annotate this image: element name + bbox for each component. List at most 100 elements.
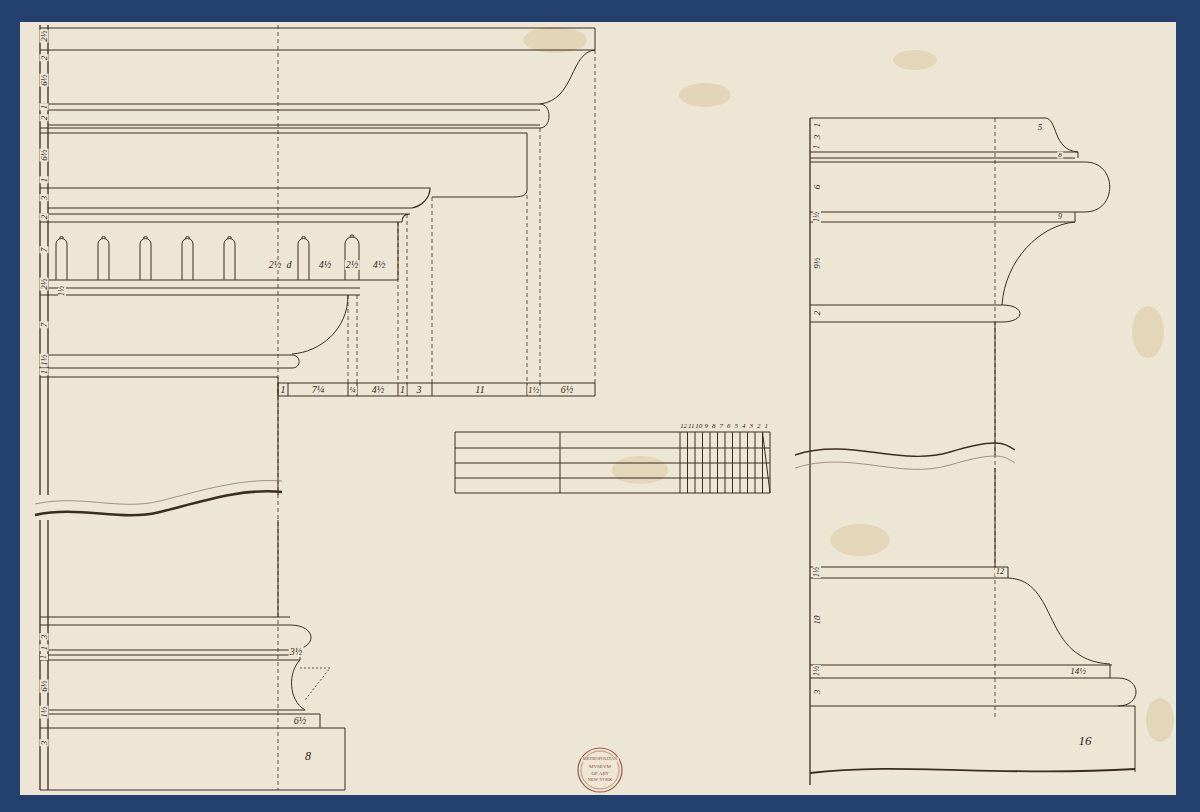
- stain: [612, 456, 668, 484]
- dimension-number: 1: [40, 654, 48, 660]
- plinth: [40, 714, 345, 790]
- cyma-recta: [40, 28, 595, 104]
- dimension-number: 1½: [813, 665, 821, 677]
- dimension-number: 3: [813, 134, 822, 141]
- dimension-number: 5: [1037, 123, 1044, 132]
- dimension-number: 1: [813, 122, 822, 129]
- dimension-number: 4½: [371, 385, 386, 395]
- dimension-number: 4½: [318, 260, 333, 270]
- dimension-number: 1: [40, 177, 49, 184]
- astragal: [40, 355, 299, 377]
- dimension-number: 11: [474, 385, 485, 395]
- dimension-number: 1½: [58, 285, 66, 297]
- dimension-number: ¼: [349, 386, 357, 394]
- stain: [1132, 306, 1164, 358]
- dimension-number: 7: [40, 322, 49, 329]
- dimension-number: 3: [40, 195, 49, 202]
- museum-stamp: [578, 748, 622, 792]
- paper-stains: [523, 27, 1174, 742]
- dimension-number: 1: [40, 369, 49, 376]
- dimension-number: 9½: [813, 256, 822, 269]
- stamp-text: NEW·YORK: [587, 778, 614, 783]
- fillet-band: [40, 104, 549, 128]
- scale-number: 1: [764, 423, 770, 430]
- dimension-number: 3: [40, 634, 49, 641]
- dimension-number: 1½: [40, 353, 49, 366]
- dimension-number: 1½: [527, 386, 540, 395]
- cavetto: [40, 288, 360, 354]
- paper-sheet: [20, 22, 1176, 795]
- torus: [40, 617, 311, 650]
- dimension-number: 4½: [372, 260, 387, 270]
- right-profile: [795, 118, 1136, 785]
- scale-number: 4: [741, 423, 747, 430]
- stain: [893, 50, 937, 70]
- dimension-number: 6½: [40, 73, 49, 86]
- cap-cyma: [810, 118, 1078, 158]
- scale-column: [40, 25, 48, 790]
- middle-scale: [455, 432, 770, 493]
- stain: [1146, 698, 1174, 742]
- dimension-number: 2: [813, 310, 822, 317]
- dimension-number: d: [286, 260, 293, 270]
- scale-number: 10: [694, 423, 703, 430]
- stain: [523, 27, 587, 53]
- dimension-number: 16: [1078, 734, 1093, 747]
- scale-number: 9: [704, 423, 710, 430]
- projection-lines: [995, 118, 996, 720]
- dimension-number: 12: [995, 568, 1005, 576]
- dimension-number: 2½: [345, 260, 360, 270]
- dentils: [56, 235, 359, 280]
- break-line: [810, 769, 1135, 773]
- dimension-number: 3: [40, 740, 49, 747]
- dimension-number: 9: [1057, 213, 1063, 221]
- dentil-band: [40, 222, 402, 280]
- bed-moulding: [40, 188, 430, 222]
- dimension-number: 10: [813, 615, 822, 626]
- dimension-number: 2: [40, 55, 49, 62]
- dimension-number: 3: [416, 385, 423, 395]
- dimension-number: 6½: [560, 385, 575, 395]
- dimension-number: 8: [1057, 152, 1063, 159]
- scotia: [40, 655, 305, 710]
- dimension-number: 2: [40, 115, 49, 122]
- dimension-number: 2: [40, 214, 49, 221]
- dimension-number: 6½: [293, 716, 308, 726]
- break-line: [795, 456, 1015, 469]
- dimension-number: 7¼: [311, 385, 326, 395]
- break-line: [35, 481, 282, 505]
- stamp-text: METROPOLITAN: [582, 757, 619, 762]
- dimension-number: 2½: [268, 260, 283, 270]
- dimension-number: 1½: [40, 705, 49, 718]
- dimension-number: 6: [813, 184, 822, 191]
- base-torus: [810, 678, 1136, 772]
- scale-number: 5: [734, 423, 740, 430]
- left-profile: [35, 25, 595, 790]
- dimension-number: 8: [304, 750, 312, 762]
- scale-number: 6: [726, 423, 732, 430]
- break-line: [795, 443, 1015, 456]
- dimension-bar: [278, 383, 595, 396]
- dimension-number: 3: [813, 689, 822, 696]
- scale-number: 7: [719, 423, 725, 430]
- projection-lines: [278, 25, 595, 790]
- dimension-number: 14½: [1069, 667, 1087, 676]
- stamp-text: MVSEVM: [588, 764, 612, 769]
- dimension-number: 1: [280, 385, 287, 395]
- base-cyma: [810, 567, 1112, 678]
- dimension-number: 2½: [40, 29, 49, 42]
- dimension-number: 1: [40, 645, 49, 652]
- dimension-number: 1½: [813, 211, 821, 223]
- dimension-number: 7: [40, 247, 49, 254]
- dimension-number: 6½: [40, 679, 49, 692]
- cap-torus: [810, 162, 1110, 222]
- dimension-number: 1: [40, 104, 49, 111]
- museum-stamp: [581, 751, 619, 789]
- dimension-number: 3½: [289, 647, 304, 657]
- shaft-face: [278, 377, 279, 617]
- stamp-text: OF ART: [590, 771, 609, 776]
- stain: [830, 524, 890, 556]
- scale-number: 8: [711, 423, 717, 430]
- dimension-number: 2½: [40, 277, 49, 290]
